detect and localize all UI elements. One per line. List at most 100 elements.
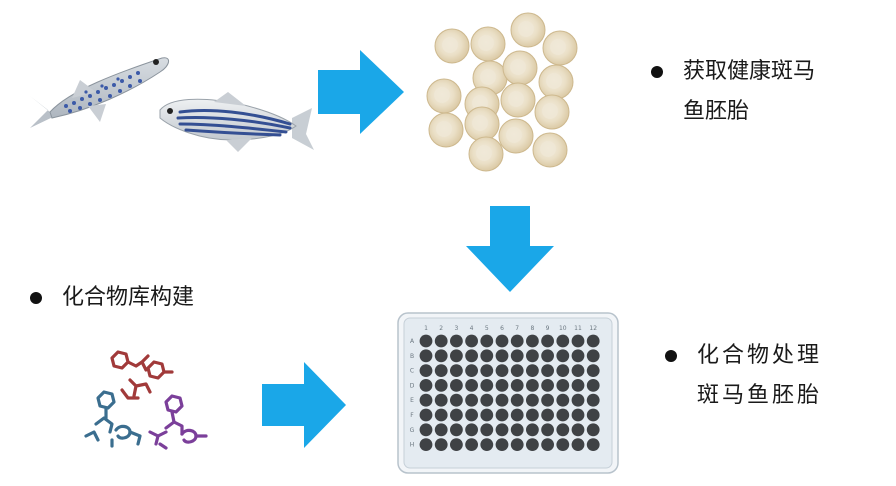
plate-well xyxy=(571,334,585,348)
plate-well xyxy=(541,408,554,422)
plate-well xyxy=(571,393,585,407)
plate-well xyxy=(541,349,554,363)
plate-well xyxy=(419,393,433,407)
plate-well xyxy=(510,379,524,392)
plate-well xyxy=(586,393,600,407)
plate-column-label: 5 xyxy=(485,325,489,332)
plate-well xyxy=(434,349,448,363)
plate-well xyxy=(541,438,554,451)
plate-well xyxy=(450,393,463,407)
plate-well xyxy=(510,364,524,377)
plate-well xyxy=(465,438,478,451)
plate-well xyxy=(480,349,494,363)
embryo xyxy=(464,106,500,142)
plate-column-label: 2 xyxy=(439,325,443,332)
plate-column-label: 3 xyxy=(454,325,458,332)
embryo xyxy=(434,28,470,64)
plate-well xyxy=(541,379,554,392)
plate-well xyxy=(419,334,433,348)
plate-well xyxy=(480,408,494,422)
plate-well xyxy=(480,334,494,348)
plate-well xyxy=(586,408,600,422)
plate-well xyxy=(541,393,554,407)
plate-well xyxy=(510,349,524,363)
plate-well xyxy=(541,334,554,348)
label-embryos-line2: 鱼胚胎 xyxy=(683,99,750,124)
plate-well xyxy=(465,393,478,407)
plate-well xyxy=(480,379,494,392)
plate-well xyxy=(465,423,478,437)
embryo xyxy=(542,30,578,66)
plate-well xyxy=(434,379,448,392)
plate-well xyxy=(586,379,600,392)
plate-well xyxy=(419,438,433,451)
bullet-icon xyxy=(665,350,677,362)
plate-well xyxy=(556,334,570,348)
plate-well xyxy=(450,334,463,348)
plate-well xyxy=(541,364,554,377)
label-library-line1: 化合物库构建 xyxy=(62,285,195,310)
plate-well xyxy=(434,423,448,437)
plate-well xyxy=(434,408,448,422)
label-embryos-line1: 获取健康斑马 xyxy=(683,59,816,84)
plate-well xyxy=(526,334,539,348)
plate-well xyxy=(495,408,509,422)
label-treatment-line1: 化合物处理 xyxy=(697,343,823,368)
plate-well xyxy=(586,334,600,348)
embryo xyxy=(500,82,536,118)
plate-well xyxy=(480,438,494,451)
plate-well xyxy=(419,379,433,392)
zebrafish-striped xyxy=(159,92,314,152)
plate-well xyxy=(586,423,600,437)
plate-well xyxy=(526,423,539,437)
plate-well xyxy=(586,364,600,377)
plate-well xyxy=(434,334,448,348)
plate-well xyxy=(495,349,509,363)
plate-well xyxy=(465,408,478,422)
embryo xyxy=(468,136,504,172)
plate-well xyxy=(526,379,539,392)
embryo-cluster xyxy=(426,12,578,172)
plate-well xyxy=(480,393,494,407)
plate-well xyxy=(571,349,585,363)
plate-well xyxy=(480,364,494,377)
plate-well xyxy=(419,423,433,437)
plate-well xyxy=(510,408,524,422)
plate-well xyxy=(510,423,524,437)
plate-well xyxy=(510,334,524,348)
plate-well xyxy=(465,364,478,377)
embryo xyxy=(470,26,506,62)
plate-well xyxy=(495,438,509,451)
plate-well xyxy=(450,364,463,377)
plate-well xyxy=(556,349,570,363)
plate-well xyxy=(419,408,433,422)
plate-column-label: 12 xyxy=(589,325,597,332)
plate-well xyxy=(419,364,433,377)
plate-well xyxy=(571,438,585,451)
plate-column-label: 11 xyxy=(574,325,582,332)
embryo xyxy=(428,112,464,148)
plate-column-label: 10 xyxy=(559,325,567,332)
plate-row-label: G xyxy=(410,427,415,434)
plate-column-label: 9 xyxy=(546,325,550,332)
plate-well xyxy=(541,423,554,437)
arrow-down xyxy=(466,206,554,292)
plate-well xyxy=(526,393,539,407)
embryo xyxy=(502,50,538,86)
plate-well xyxy=(495,334,509,348)
plate-well xyxy=(495,364,509,377)
plate-row-label: A xyxy=(410,338,415,345)
label-obtain-embryos: 获取健康斑马 鱼胚胎 xyxy=(651,52,816,132)
plate-well xyxy=(556,364,570,377)
plate-row-label: D xyxy=(410,382,415,389)
embryo xyxy=(426,78,462,114)
plate-well xyxy=(465,349,478,363)
arrow-right-top xyxy=(318,50,404,134)
plate-well xyxy=(450,423,463,437)
plate-row-label: B xyxy=(410,353,414,360)
plate-well xyxy=(480,423,494,437)
plate-well xyxy=(450,349,463,363)
plate-well xyxy=(434,364,448,377)
plate-well xyxy=(586,349,600,363)
embryo xyxy=(534,94,570,130)
